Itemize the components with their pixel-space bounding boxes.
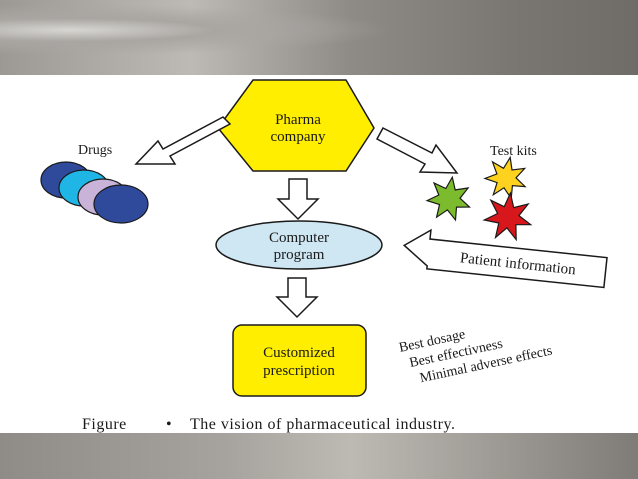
figure-caption-bullet: • — [166, 416, 172, 433]
drug-disc-navy-2 — [93, 184, 149, 224]
arrow-down-to-prescription — [275, 277, 319, 319]
test-kit-star-red — [482, 191, 533, 242]
arrow-to-test-kits — [375, 127, 459, 174]
customized-prescription-label-line1: Customized — [263, 345, 335, 361]
computer-program-ellipse — [215, 220, 383, 270]
background-bottom — [0, 433, 638, 479]
customized-prescription-label-line2: prescription — [263, 363, 335, 379]
patient-information-arrow: Patient information — [402, 228, 608, 289]
arrow-down-to-computer — [276, 178, 320, 221]
computer-program-label-line2: program — [274, 247, 325, 263]
arrow-to-drugs — [134, 116, 232, 165]
figure-caption-text: The vision of pharmaceutical industry. — [190, 416, 455, 433]
test-kit-star-green — [425, 175, 472, 222]
test-kits-label: Test kits — [490, 144, 537, 159]
test-kit-star-yellow — [483, 155, 527, 201]
computer-program-label-line1: Computer — [269, 230, 329, 246]
customized-prescription-box — [232, 324, 367, 397]
drugs-label: Drugs — [78, 143, 112, 158]
background-top — [0, 0, 638, 75]
pharma-company-hexagon — [217, 79, 375, 172]
pharma-company-label-line1: Pharma — [275, 112, 321, 128]
pharma-company-label-line2: company — [271, 129, 326, 145]
figure-caption-prefix: Figure — [82, 416, 127, 433]
